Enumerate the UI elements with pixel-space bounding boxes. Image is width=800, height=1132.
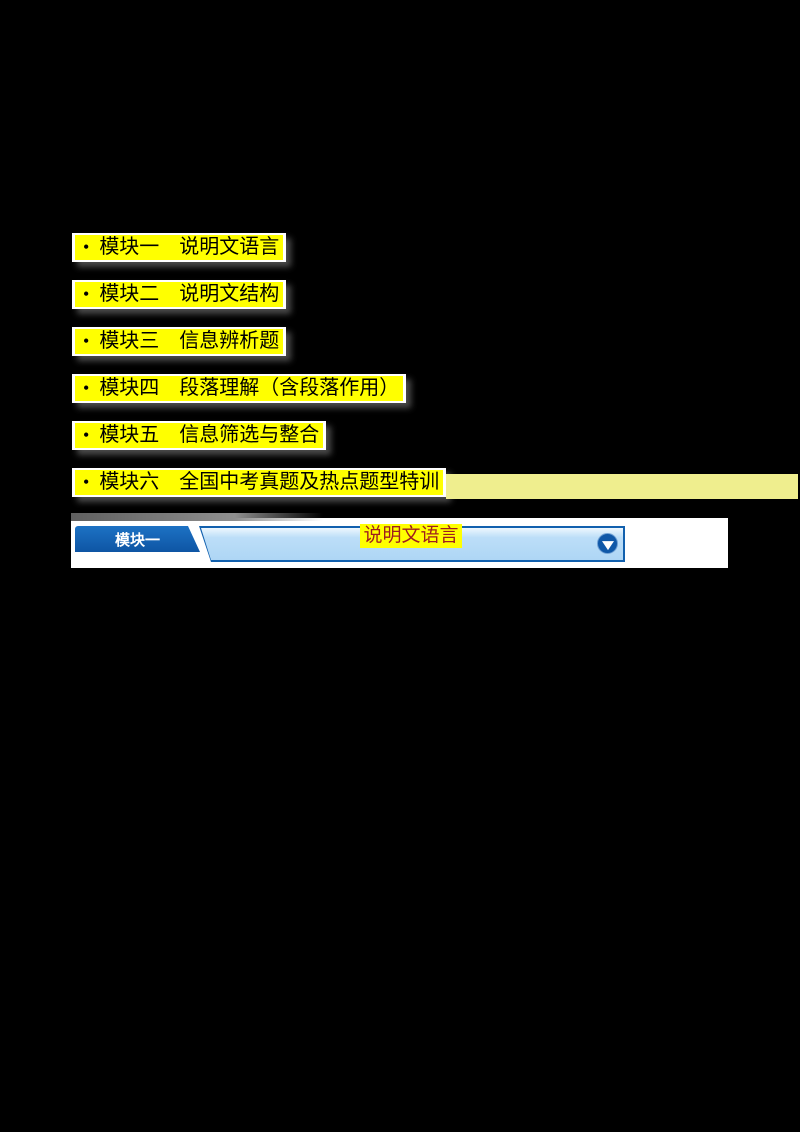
list-item: • 模块一 说明文语言 bbox=[72, 233, 798, 262]
list-item: • 模块三 信息辨析题 bbox=[72, 327, 798, 356]
highlighted-label: • 模块五 信息筛选与整合 bbox=[75, 423, 324, 448]
module-banner: 模块一 说明文语言 bbox=[71, 513, 728, 568]
module-tab: 模块一 bbox=[75, 526, 200, 552]
banner-top-shadow bbox=[71, 513, 323, 521]
list-item: • 模块五 信息筛选与整合 bbox=[72, 421, 798, 450]
list-item-label: 模块五 信息筛选与整合 bbox=[99, 424, 320, 446]
list-item: • 模块四 段落理解（含段落作用） bbox=[72, 374, 798, 403]
module-title-bar[interactable]: 说明文语言 bbox=[197, 524, 625, 562]
title-bar-border bbox=[199, 526, 625, 562]
highlighted-label: • 模块一 说明文语言 bbox=[75, 235, 284, 260]
bullet-icon: • bbox=[83, 284, 90, 304]
module-tab-label: 模块一 bbox=[114, 531, 160, 549]
list-item-box: • 模块二 说明文结构 bbox=[72, 280, 287, 309]
list-item-label: 模块二 说明文结构 bbox=[99, 283, 280, 305]
list-item: • 模块六 全国中考真题及热点题型特训 bbox=[72, 468, 798, 499]
bullet-icon: • bbox=[83, 331, 90, 351]
list-item: • 模块二 说明文结构 bbox=[72, 280, 798, 309]
list-item-label: 模块三 信息辨析题 bbox=[99, 330, 280, 352]
highlighted-label: • 模块六 全国中考真题及热点题型特训 bbox=[75, 470, 444, 495]
title-bar-fill bbox=[201, 528, 623, 560]
bullet-icon: • bbox=[83, 472, 90, 492]
list-item-box: • 模块六 全国中考真题及热点题型特训 bbox=[72, 468, 447, 497]
bullet-icon: • bbox=[83, 425, 90, 445]
bullet-icon: • bbox=[83, 237, 90, 257]
circle-chevron-down-icon[interactable] bbox=[597, 533, 618, 554]
highlighted-label: • 模块四 段落理解（含段落作用） bbox=[75, 376, 404, 401]
list-item-label: 模块六 全国中考真题及热点题型特训 bbox=[99, 471, 440, 493]
list-item-label: 模块一 说明文语言 bbox=[99, 236, 280, 258]
list-item-box: • 模块三 信息辨析题 bbox=[72, 327, 287, 356]
list-item-box: • 模块五 信息筛选与整合 bbox=[72, 421, 327, 450]
module-list: • 模块一 说明文语言 • 模块二 说明文结构 • 模块三 信息辨析题 • 模块四 段落… bbox=[72, 233, 798, 517]
highlighted-label: • 模块二 说明文结构 bbox=[75, 282, 284, 307]
bullet-icon: • bbox=[83, 378, 90, 398]
list-item-box: • 模块一 说明文语言 bbox=[72, 233, 287, 262]
highlighted-label: • 模块三 信息辨析题 bbox=[75, 329, 284, 354]
list-item-label: 模块四 段落理解（含段落作用） bbox=[99, 377, 400, 399]
list-item-box: • 模块四 段落理解（含段落作用） bbox=[72, 374, 407, 403]
highlight-extension-strip bbox=[446, 474, 798, 499]
